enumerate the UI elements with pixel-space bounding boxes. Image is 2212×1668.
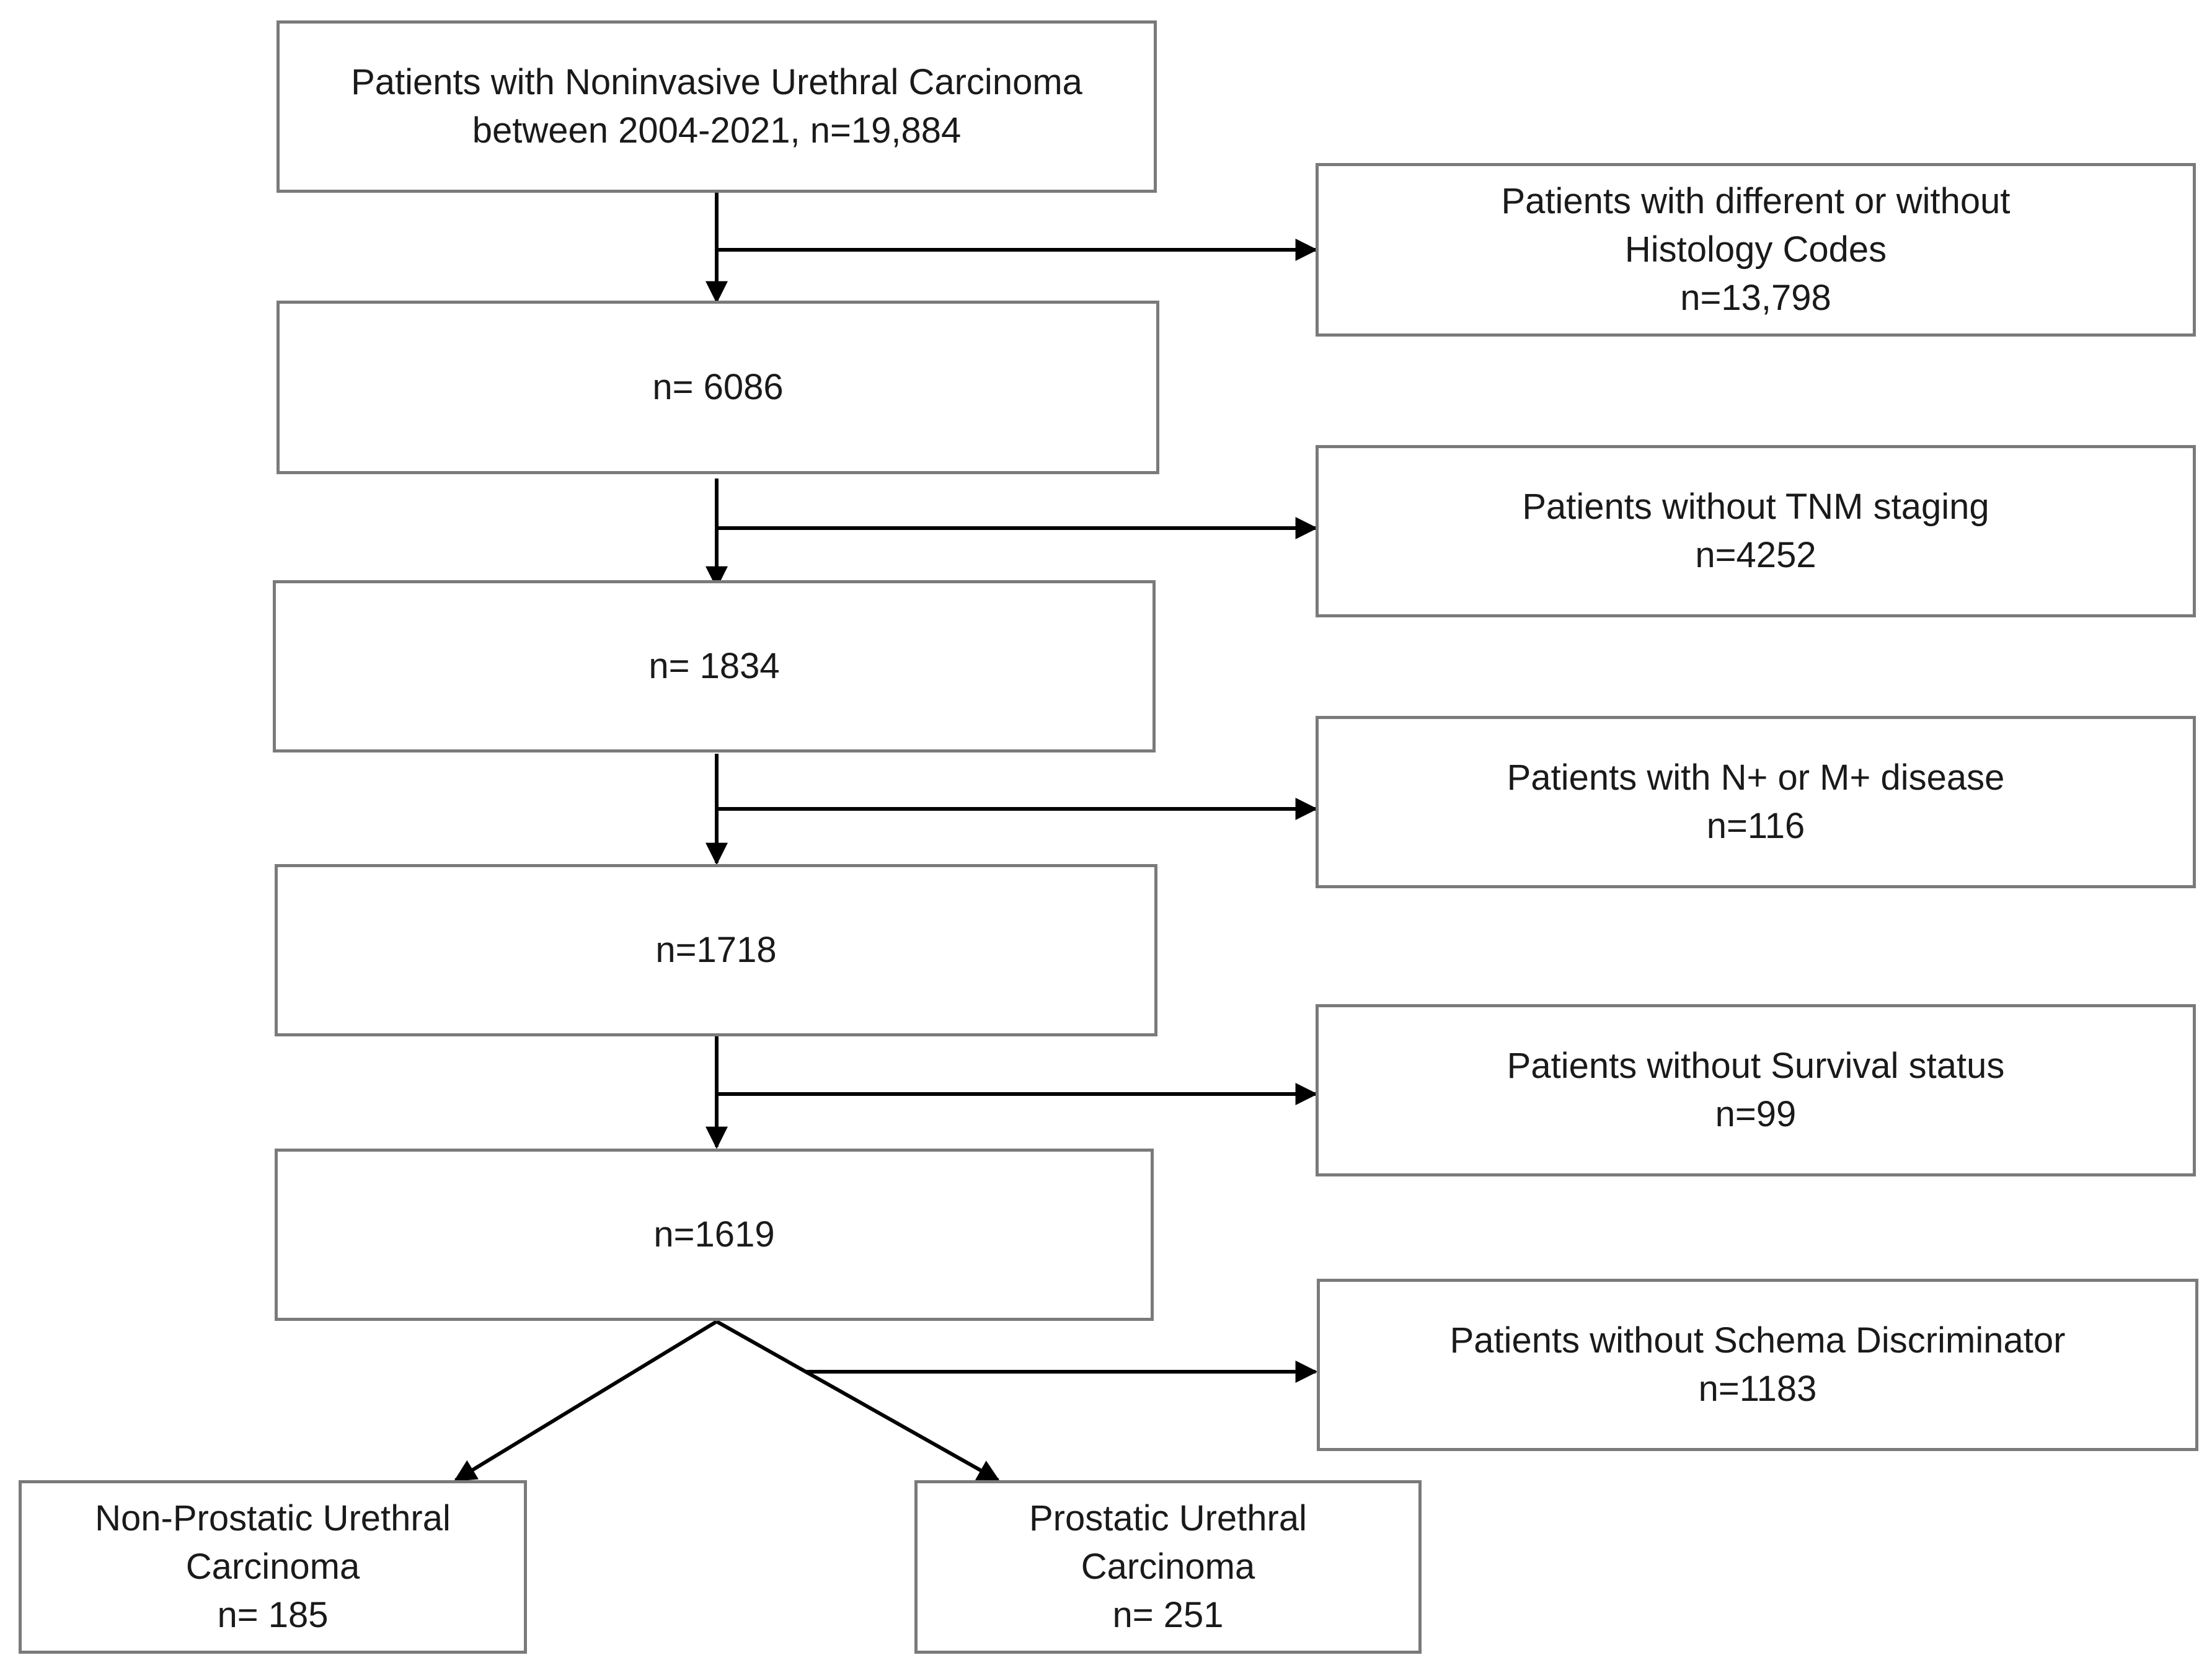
box-text-line: n=1718: [655, 930, 777, 970]
box-text-line: Carcinoma: [1081, 1547, 1255, 1587]
box-text-line: Patients with N+ or M+ disease: [1506, 757, 2005, 798]
box-exclusion-schema: Patients without Schema Discriminator n=1…: [1317, 1279, 2198, 1451]
box-text-line: Prostatic Urethral: [1029, 1498, 1307, 1538]
box-step4: n=1619: [275, 1149, 1154, 1321]
box-text-line: n=1619: [653, 1214, 775, 1255]
box-exclusion-survival: Patients without Survival status n=99: [1316, 1004, 2196, 1176]
box-start: Patients with Noninvasive Urethral Carci…: [276, 20, 1157, 193]
box-text-line: n=1183: [1698, 1369, 1817, 1409]
box-text-line: n=13,798: [1680, 278, 1831, 318]
arrow-to-nonprostatic: [453, 1320, 718, 1482]
box-text-line: Histology Codes: [1624, 229, 1887, 270]
box-exclusion-tnm: Patients without TNM staging n=4252: [1316, 445, 2196, 617]
box-text-line: Non-Prostatic Urethral: [95, 1498, 451, 1538]
box-text-line: Patients with different or without: [1501, 181, 2011, 221]
box-text-line: Patients without TNM staging: [1522, 487, 1989, 527]
arrow-to-prostatic: [715, 1320, 1001, 1482]
box-text-line: n=4252: [1695, 535, 1816, 575]
box-text-line: n=99: [1715, 1094, 1797, 1134]
box-text-line: between 2004-2021, n=19,884: [472, 110, 962, 151]
box-step1: n= 6086: [276, 301, 1159, 474]
box-exclusion-metastatic: Patients with N+ or M+ disease n=116: [1316, 716, 2196, 888]
box-text-line: n= 251: [1112, 1595, 1224, 1635]
box-step2: n= 1834: [273, 580, 1156, 752]
box-step3: n=1718: [275, 864, 1157, 1036]
box-text-line: n= 6086: [652, 367, 784, 407]
box-text-line: n=116: [1706, 806, 1805, 846]
box-text-line: Patients with Noninvasive Urethral Carci…: [351, 62, 1082, 102]
box-text-line: Patients without Survival status: [1506, 1046, 2005, 1086]
box-text-line: n= 185: [217, 1595, 329, 1635]
box-text-line: Carcinoma: [185, 1547, 360, 1587]
box-text-line: Patients without Schema Discriminator: [1449, 1320, 2066, 1361]
box-text-line: n= 1834: [648, 646, 780, 686]
